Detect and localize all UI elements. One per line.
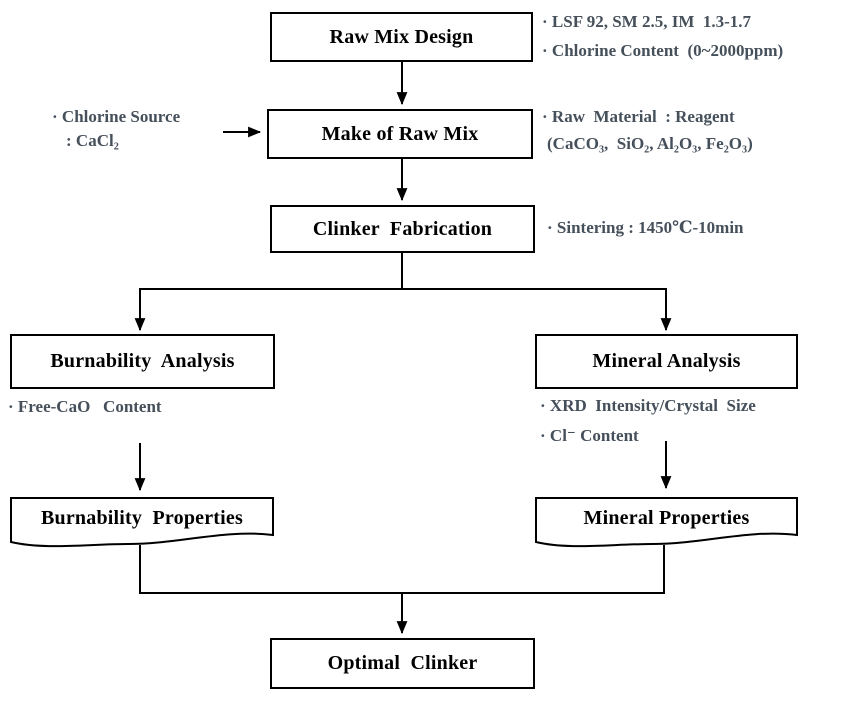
annotation-free-cao: · Free-CaO Content <box>8 397 162 416</box>
node-mineral-analysis: Mineral Analysis <box>535 334 798 389</box>
node-burnability-analysis: Burnability Analysis <box>10 334 275 389</box>
node-mineral-properties: Mineral Properties <box>536 498 797 538</box>
burnability-properties-label: Burnability Properties <box>40 506 243 529</box>
document-shape-burnability-properties <box>10 497 274 548</box>
optimal-clinker-label: Optimal Clinker <box>327 652 478 674</box>
annotation-raw-material-line1: · Raw Material : Reagent <box>542 107 735 126</box>
annotation-chlorine-source-line1: · Chlorine Source <box>52 107 181 126</box>
raw-mix-design-label: Raw Mix Design <box>329 25 474 48</box>
make-of-raw-mix-label: Make of Raw Mix <box>321 122 479 145</box>
annotation-cl-content: · Cl⁻ Content <box>540 426 639 445</box>
annotation-sintering: · Sintering : 1450℃-10min <box>547 218 744 237</box>
node-clinker-fabrication: Clinker Fabrication <box>270 205 535 253</box>
node-burnability-properties: Burnability Properties <box>11 498 273 538</box>
clinker-fabrication-label: Clinker Fabrication <box>312 217 493 240</box>
node-raw-mix-design: Raw Mix Design <box>270 12 533 62</box>
annotation-raw-material-line2: (CaCO₃, SiO₂, Al₂O₃, Fe₂O₃) <box>547 134 753 153</box>
mineral-properties-label: Mineral Properties <box>583 506 750 529</box>
node-make-of-raw-mix: Make of Raw Mix <box>267 109 533 159</box>
annotation-chlorine-content: · Chlorine Content (0~2000ppm) <box>542 41 784 60</box>
document-shape-mineral-properties <box>535 497 798 548</box>
mineral-analysis-label: Mineral Analysis <box>592 350 741 372</box>
node-optimal-clinker: Optimal Clinker <box>270 638 535 689</box>
annotation-xrd: · XRD Intensity/Crystal Size <box>540 396 756 415</box>
annotation-chlorine-source-line2: : CaCl₂ <box>66 131 119 150</box>
annotation-lsf-sm-im: · LSF 92, SM 2.5, IM 1.3-1.7 <box>542 12 752 31</box>
burnability-analysis-label: Burnability Analysis <box>50 350 235 372</box>
